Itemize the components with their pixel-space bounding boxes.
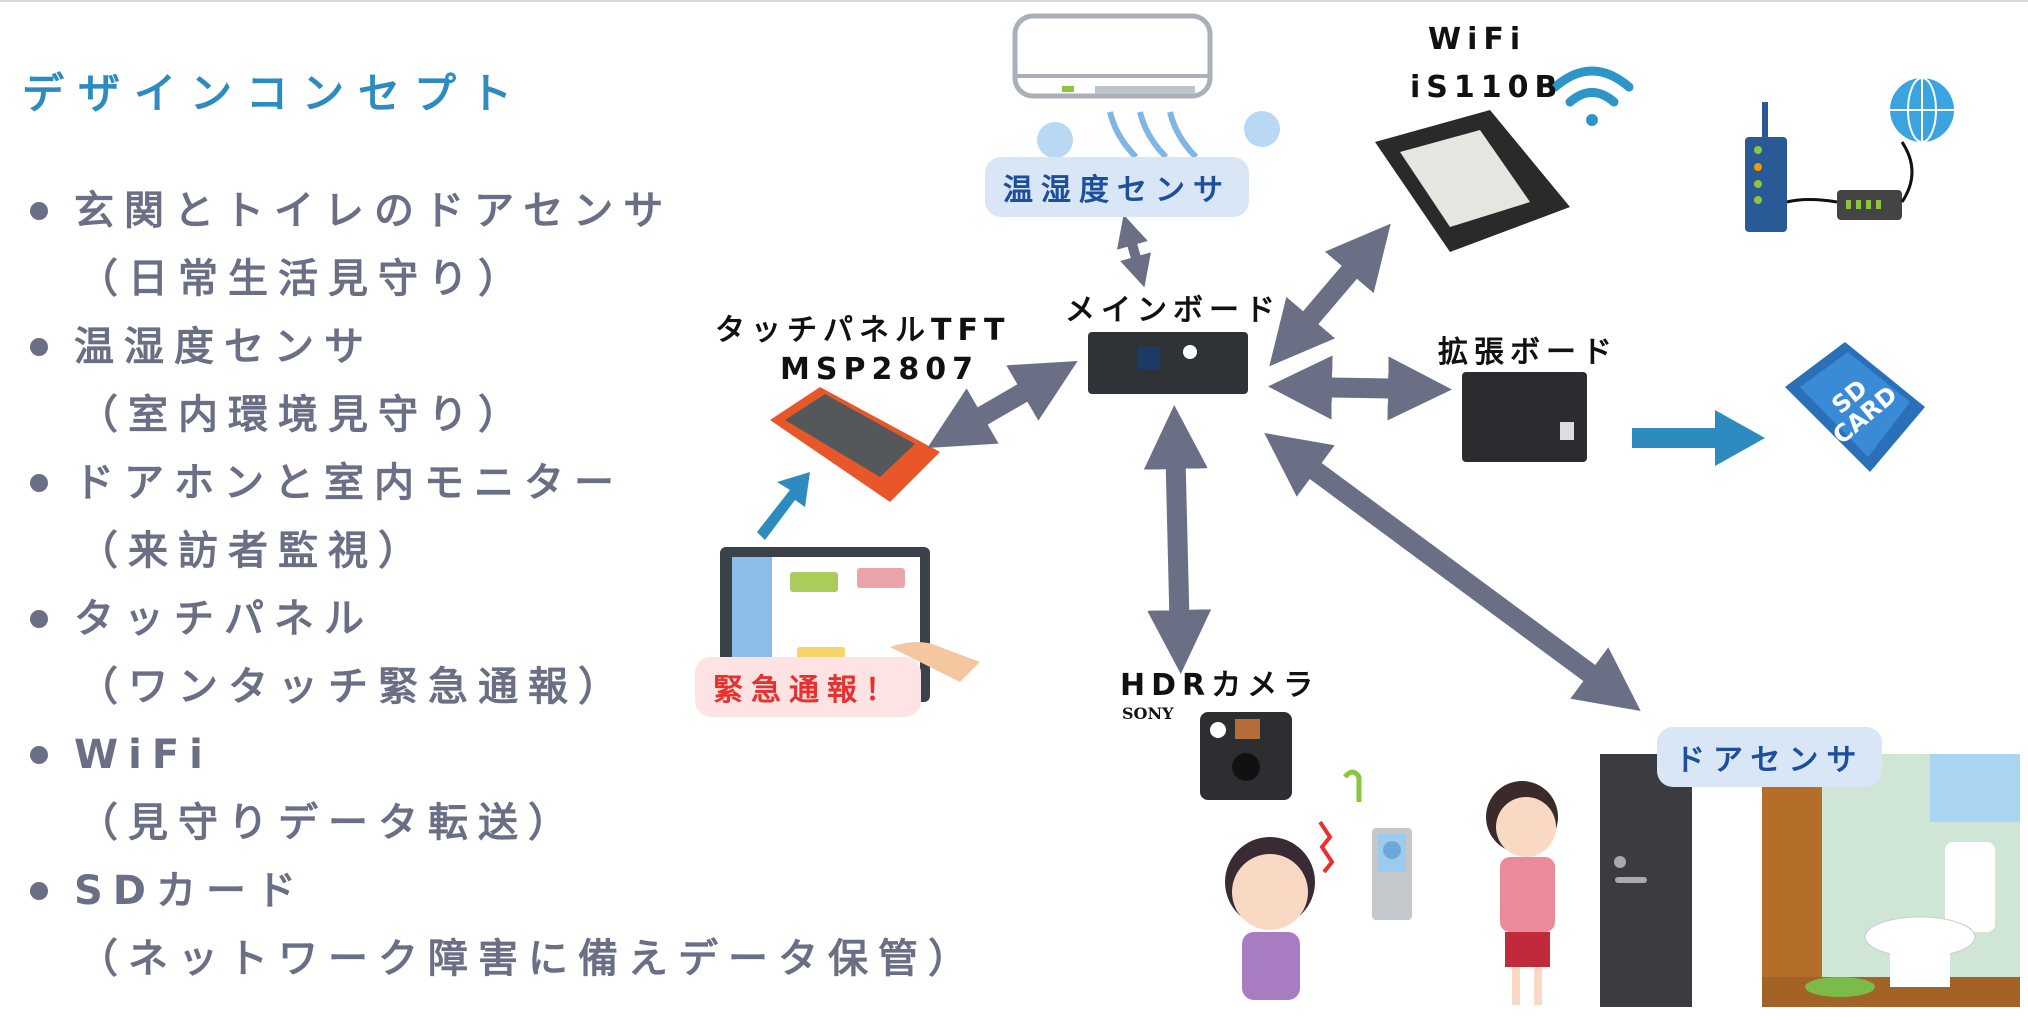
- concept-main: タッチパネル: [74, 596, 374, 642]
- hdr-camera-image: [1200, 712, 1292, 800]
- wifi-module-image: [1375, 110, 1570, 252]
- concept-sub: （ネットワーク障害に備えデータ保管）: [78, 936, 978, 982]
- concept-item: ドアホンと室内モニター （来訪者監視）: [30, 449, 978, 585]
- door-sensor-badge: ドアセンサ: [1657, 727, 1883, 787]
- concept-main: 温湿度センサ: [74, 324, 374, 370]
- bullet-icon: [30, 746, 48, 764]
- arrow-temp-main: [1117, 214, 1151, 288]
- blue-arrows: [757, 410, 1765, 540]
- concept-main: ドアホンと室内モニター: [74, 460, 624, 506]
- wifi-label-line1: WiFi: [1428, 22, 1527, 57]
- tft-label-line2: MSP2807: [780, 352, 979, 387]
- arrow-tablet-tft: [757, 472, 810, 540]
- arrow-main-wifi: [1269, 223, 1391, 367]
- arrow-main-tft: [927, 360, 1078, 449]
- concept-sub: （日常生活見守り）: [78, 256, 528, 302]
- worried-woman-illustration: [1225, 769, 1362, 1000]
- temp-sensor-badge: 温湿度センサ: [985, 157, 1249, 217]
- wifi-label-line2: iS110B: [1410, 70, 1564, 105]
- concept-item: 玄関とトイレのドアセンサ （日常生活見守り）: [30, 177, 978, 313]
- tft-label-line1: タッチパネルTFT: [715, 313, 1011, 348]
- concept-item: 温湿度センサ （室内環境見守り）: [30, 313, 978, 449]
- concept-item: SDカード （ネットワーク障害に備えデータ保管）: [30, 857, 978, 993]
- expansion-board-image: [1462, 372, 1587, 462]
- concept-list: 玄関とトイレのドアセンサ （日常生活見守り） 温湿度センサ （室内環境見守り） …: [30, 177, 978, 993]
- connection-arrows: [927, 214, 1641, 712]
- concept-sub: （見守りデータ転送）: [78, 800, 578, 846]
- wifi-signal-icon: [1550, 66, 1634, 126]
- arrow-main-expansion: [1268, 355, 1452, 421]
- air-conditioner-icon: [1012, 13, 1280, 160]
- router-icon: [1745, 77, 1954, 232]
- concept-item: タッチパネル （ワンタッチ緊急通報）: [30, 585, 978, 721]
- concept-sub: （室内環境見守り）: [78, 392, 528, 438]
- concept-main: SDカード: [74, 868, 307, 914]
- toilet-room-illustration: [1762, 754, 2020, 1007]
- bullet-icon: [30, 610, 48, 628]
- concept-main: 玄関とトイレのドアセンサ: [74, 188, 674, 234]
- bullet-icon: [30, 338, 48, 356]
- sd-card-icon: [1785, 342, 1925, 472]
- emergency-badge: 緊急通報！: [695, 657, 921, 717]
- front-door-illustration: [1600, 754, 1692, 1007]
- concept-sub: （来訪者監視）: [78, 528, 428, 574]
- tft-panel-image: [770, 387, 940, 502]
- bullet-icon: [30, 474, 48, 492]
- bullet-icon: [30, 882, 48, 900]
- concept-sub: （ワンタッチ緊急通報）: [78, 664, 628, 710]
- page-title: デザインコンセプト: [22, 69, 527, 118]
- visitor-girl-illustration: [1486, 781, 1558, 1005]
- sony-logo: SONY: [1122, 704, 1174, 723]
- bullet-icon: [30, 202, 48, 220]
- concept-main: WiFi: [74, 732, 213, 778]
- arrow-main-camera: [1143, 405, 1212, 674]
- arrow-expansion-sd: [1632, 410, 1765, 466]
- main-board-image: [1088, 332, 1248, 394]
- hdr-camera-label: HDRカメラ: [1120, 668, 1320, 703]
- expansion-board-label: 拡張ボード: [1438, 335, 1618, 370]
- main-board-label: メインボード: [1065, 293, 1281, 328]
- arrow-main-door: [1264, 432, 1641, 712]
- intercom-monitor-icon: [1372, 828, 1412, 920]
- concept-item: WiFi （見守りデータ転送）: [30, 721, 978, 857]
